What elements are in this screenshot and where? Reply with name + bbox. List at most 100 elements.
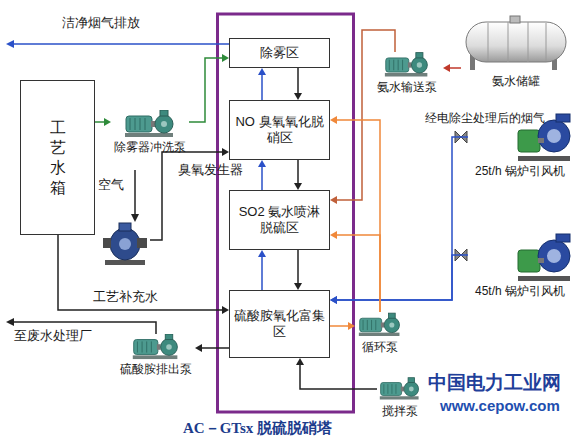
connector-line: [336, 235, 380, 312]
arrow-head: [330, 296, 337, 304]
equipment-label: 硫酸胺排出泵: [117, 362, 195, 376]
connector-line: [300, 364, 377, 389]
zone-label: 除雾区: [260, 45, 299, 61]
arrow-head: [258, 68, 266, 75]
fan-symbol: [518, 234, 570, 281]
pump-symbol: [359, 313, 400, 336]
caption: AC－GTsx 脱硫脱硝塔: [183, 419, 332, 438]
connector: [195, 344, 229, 352]
pump-symbol: [125, 110, 173, 137]
pump-symbol: [358, 312, 402, 338]
arrow-head: [294, 93, 302, 100]
connector: [330, 116, 380, 312]
pump-symbol: [380, 378, 419, 400]
zone-label: NO 臭氧氧化脱硝区: [234, 114, 325, 147]
equipment-icon: 臭氧发生器: [100, 222, 150, 266]
process-box: 除雾区: [229, 38, 330, 68]
arrow-head: [222, 54, 229, 62]
arrow-head: [296, 358, 304, 365]
process-box: 工艺水箱: [20, 80, 95, 235]
equipment-icon: 搅拌泵: [377, 376, 423, 418]
connector-line: [297, 250, 299, 284]
connector-line: [261, 74, 263, 100]
connector-line: [150, 152, 223, 240]
equipment-label: 45t/h 锅炉引风机: [468, 284, 572, 298]
connector: [330, 255, 468, 304]
connector: [443, 64, 461, 72]
pump-symbol: [385, 53, 427, 77]
connector: [296, 358, 377, 389]
arrow-head: [294, 283, 302, 290]
pump-symbol: [130, 334, 182, 360]
flow-label: 经电除尘处理后的烟气: [425, 112, 437, 125]
tank-symbol: [466, 16, 566, 70]
connector-line: [201, 347, 229, 349]
fan-symbol: [516, 232, 572, 282]
arrow-head: [330, 231, 337, 239]
outlet-label: 洁净烟气排放: [62, 14, 140, 32]
arrow-head: [294, 183, 302, 190]
connector: [294, 250, 302, 290]
zone-label: 硫酸胺氧化富集区: [234, 308, 325, 341]
arrow-head: [258, 250, 266, 257]
connector: [330, 322, 355, 330]
zone-label: 工艺水箱: [50, 118, 66, 198]
equipment-label: 搅拌泵: [377, 404, 423, 418]
equipment-icon: 45t/h 锅炉引风机: [468, 232, 572, 298]
flue-gas-line: [14, 43, 229, 45]
equipment-label: 循环泵: [355, 340, 405, 354]
equipment-label: 25t/h 锅炉引风机: [468, 164, 572, 178]
connector: [258, 68, 266, 100]
equipment-label: 臭氧发生器: [178, 162, 191, 178]
arrow-head: [443, 64, 450, 72]
process-box: SO2 氨水喷淋脱硫区: [229, 190, 330, 250]
connector-line: [336, 30, 395, 200]
connector-line: [189, 58, 223, 122]
pump-symbol: [384, 52, 430, 78]
equipment-label: 氨水储罐: [461, 74, 571, 88]
equipment-icon: 氨水输送泵: [371, 52, 443, 94]
connector: [330, 231, 380, 312]
pump-symbol: [379, 376, 421, 402]
blower-symbol: [103, 223, 147, 265]
arrow-head: [195, 344, 202, 352]
connector-line: [261, 166, 263, 190]
connector: [189, 54, 229, 122]
connector: [258, 160, 266, 190]
arrow-head: [131, 214, 139, 222]
equipment-label: 氨水输送泵: [371, 80, 443, 94]
connector: [294, 160, 302, 190]
connector: [330, 137, 468, 304]
pump-symbol: [124, 110, 176, 138]
equipment-icon: 硫酸胺排出泵: [117, 334, 195, 376]
connector-line: [449, 67, 461, 69]
process-box: 硫酸胺氧化富集区: [229, 290, 330, 358]
connector: [258, 250, 266, 290]
connector: [294, 68, 302, 100]
inlet-label: 空气: [98, 176, 124, 194]
equipment-icon: 除雾器冲洗泵: [111, 110, 189, 154]
blower-symbol: [101, 222, 149, 266]
watermark: www.cepow.com: [440, 397, 560, 414]
connector-line: [336, 255, 468, 300]
process-box: NO 臭氧氧化脱硝区: [229, 100, 330, 160]
arrow-head: [258, 160, 266, 167]
connector-line: [95, 121, 105, 123]
arrow-head: [222, 148, 229, 156]
fan-symbol: [516, 112, 572, 162]
arrow-head: [222, 306, 229, 314]
connector-line: [336, 120, 380, 312]
tower-outline: [218, 14, 354, 412]
outlet-label: 至废水处理厂: [14, 327, 92, 345]
air-line: [134, 170, 136, 214]
zone-label: SO2 氨水喷淋脱硫区: [234, 204, 325, 237]
arrow-head: [104, 118, 111, 126]
connector-line: [336, 137, 468, 300]
edge-label: 工艺补充水: [92, 288, 159, 306]
pump-symbol: [133, 334, 178, 359]
equipment-icon: 氨水储罐: [461, 14, 571, 88]
connector: [150, 148, 229, 240]
equipment-icon: 循环泵: [355, 312, 405, 354]
arrow-head: [330, 296, 337, 304]
connector-line: [330, 325, 349, 327]
